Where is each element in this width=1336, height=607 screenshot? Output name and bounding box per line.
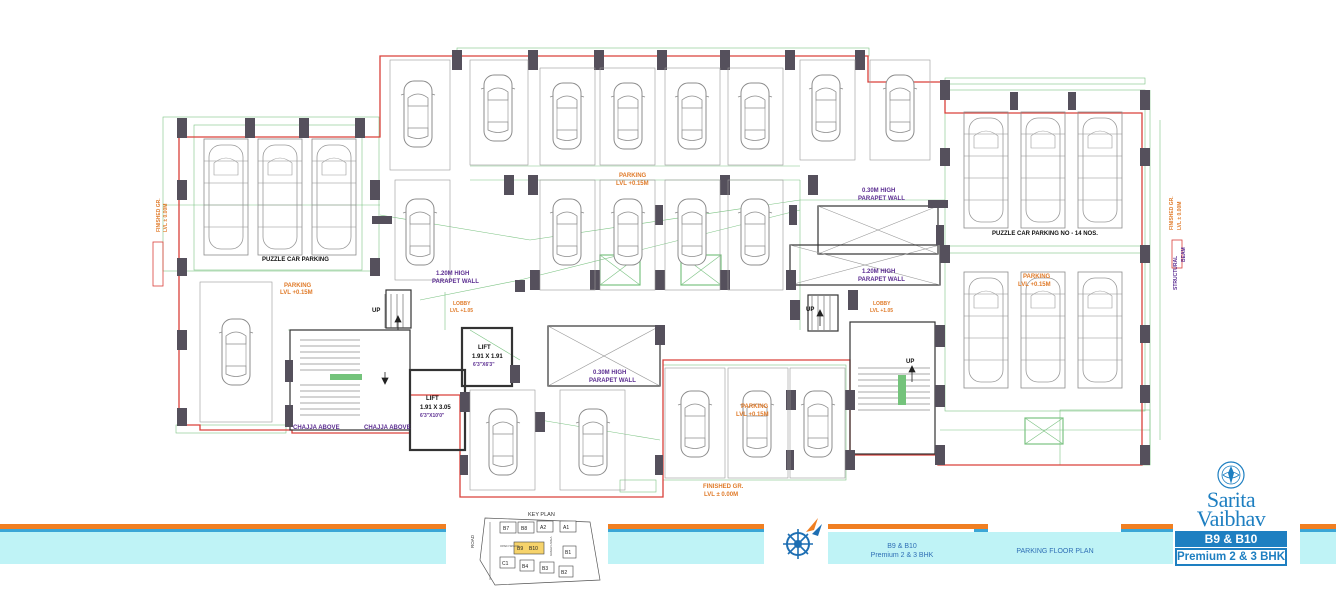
band-blue-2 [608, 529, 764, 532]
parapet-3-label: PARAPET WALL [858, 277, 905, 283]
key-block-b1: B1 [565, 550, 571, 556]
footer-block-info: B9 & B10 Premium 2 & 3 BHK [862, 542, 942, 560]
lift-small-imperial: 6'3"X6'3" [473, 362, 495, 368]
finished-left-label: FINISHED GR. [156, 198, 162, 232]
brand-emblem-icon [1217, 461, 1245, 489]
parking-top-level: LVL +0.15M [616, 181, 649, 187]
parking-right-level: LVL +0.15M [1018, 282, 1051, 288]
parking-right-label: PARKING [1023, 274, 1051, 280]
footer-block-line2: Premium 2 & 3 BHK [870, 552, 934, 559]
key-block-b8: B8 [521, 526, 527, 532]
structural-beam-sub: BEAM [1181, 247, 1187, 262]
band-cyan-4 [974, 532, 988, 564]
footer-plan-title: PARKING FLOOR PLAN [1016, 548, 1094, 555]
up-left-label: UP [372, 308, 380, 314]
finished-right-label: FINISHED GR. [1169, 196, 1175, 230]
lobby-left-level: LVL +1.05 [450, 308, 473, 314]
band-blue-6 [1300, 529, 1336, 532]
parapet-4-height: 0.30M HIGH [593, 370, 626, 376]
lift-small-size: 1.91 X 1.91 [472, 354, 503, 360]
band-cyan-3 [828, 532, 974, 564]
band-cyan-1 [0, 532, 446, 564]
finished-level-box-left [152, 241, 164, 287]
parking-left-label: PARKING [284, 283, 312, 289]
puzzle-parking-right [963, 111, 1123, 389]
parking-top-label: PARKING [619, 173, 647, 179]
band-orange-3 [828, 524, 974, 529]
band-orange-4 [974, 524, 988, 529]
key-block-a1: A1 [563, 525, 569, 531]
finished-bottom-level: LVL ± 0.00M [704, 492, 738, 498]
key-plan-title: KEY PLAN [528, 512, 555, 518]
band-orange-6 [1300, 524, 1336, 529]
band-cyan-7 [1300, 532, 1336, 564]
up-right-label: UP [806, 307, 814, 313]
compass-wheel-icon [783, 518, 822, 559]
chajja-label-2: CHAJJA ABOVE [364, 425, 411, 431]
key-block-b10: B10 [529, 546, 538, 552]
key-block-c1: C1 [502, 561, 509, 567]
brand-badge: B9 & B10 [1175, 531, 1287, 547]
lobby-right-label: LOBBY [873, 301, 891, 307]
parking-left-level: LVL +0.15M [280, 290, 313, 296]
lobby-left-label: LOBBY [453, 301, 471, 307]
parapet-4-label: PARAPET WALL [589, 378, 636, 384]
up-stair-label: UP [906, 359, 914, 365]
lift-small-label: LIFT [478, 345, 491, 351]
brand-name-line1: Sarita [1206, 487, 1256, 512]
band-orange-1 [0, 524, 446, 529]
finished-left-level: LVL ± 0.00M [163, 204, 169, 232]
lift-large-label: LIFT [426, 396, 439, 402]
direction-arrows [381, 309, 916, 385]
band-blue-1 [0, 529, 446, 532]
finished-right-level: LVL ± 0.00M [1177, 202, 1183, 230]
key-block-b9: B9 [517, 546, 523, 552]
band-orange-5 [1121, 524, 1173, 529]
parking-bottom-label: PARKING [741, 404, 769, 410]
footer-band: B9 & B10 Premium 2 & 3 BHK PARKING FLOOR… [0, 524, 1336, 566]
puzzle-parking-left [203, 138, 357, 256]
key-plan: KEY PLAN ROAD B7 B8 A2 A1 B9 B10 B1 C1 B… [470, 512, 601, 586]
parking-bottom-level: LVL +0.15M [736, 412, 769, 418]
brand-name-line2: Vaibhav [1196, 506, 1266, 531]
footer-block-line1: B9 & B10 [887, 543, 917, 550]
brand-tagline: Premium 2 & 3 BHK [1175, 548, 1287, 566]
key-block-a2: A2 [540, 525, 546, 531]
key-block-b7: B7 [503, 526, 509, 532]
puzzle-left-label: PUZZLE CAR PARKING [262, 257, 329, 263]
band-cyan-6 [1121, 532, 1173, 564]
key-plan-road: ROAD [470, 534, 475, 548]
band-blue-5 [1121, 529, 1173, 532]
band-cyan-5 [988, 532, 1121, 564]
key-block-b4: B4 [522, 564, 528, 570]
parapet-2-label: PARAPET WALL [432, 279, 479, 285]
staircase-left [300, 339, 362, 416]
chajja-label-1: CHAJJA ABOVE [293, 425, 340, 431]
band-cyan-2 [608, 532, 764, 564]
structural-columns [177, 50, 1150, 475]
key-block-b2: B2 [561, 570, 567, 576]
staircase-right [858, 367, 930, 411]
key-block-b3: B3 [542, 566, 548, 572]
brand-logo: Sarita Vaibhav B9 & B10 Premium 2 & 3 BH… [1172, 460, 1290, 570]
parapet-2-height: 1.20M HIGH [436, 271, 469, 277]
key-green-area: GREEN AREA [549, 536, 553, 556]
structural-beam-box [1171, 239, 1183, 269]
parapet-3-height: 1.20M HIGH [862, 269, 895, 275]
structural-beam-label: STRUCTURAL [1173, 256, 1179, 290]
parking-bays [199, 59, 931, 491]
key-open-space: OPEN SPACE [500, 544, 519, 548]
band-blue-4 [974, 529, 988, 532]
lobby-right-level: LVL +1.05 [870, 308, 893, 314]
puzzle-right-label: PUZZLE CAR PARKING NO - 14 NOS. [992, 231, 1098, 237]
finished-bottom-label: FINISHED GR. [703, 484, 744, 490]
lift-large-imperial: 6'3"X10'0" [420, 413, 445, 419]
parapet-1-height: 0.30M HIGH [862, 188, 895, 194]
parapet-1-label: PARAPET WALL [858, 196, 905, 202]
band-orange-2 [608, 524, 764, 529]
lift-large-size: 1.91 X 3.05 [420, 405, 451, 411]
